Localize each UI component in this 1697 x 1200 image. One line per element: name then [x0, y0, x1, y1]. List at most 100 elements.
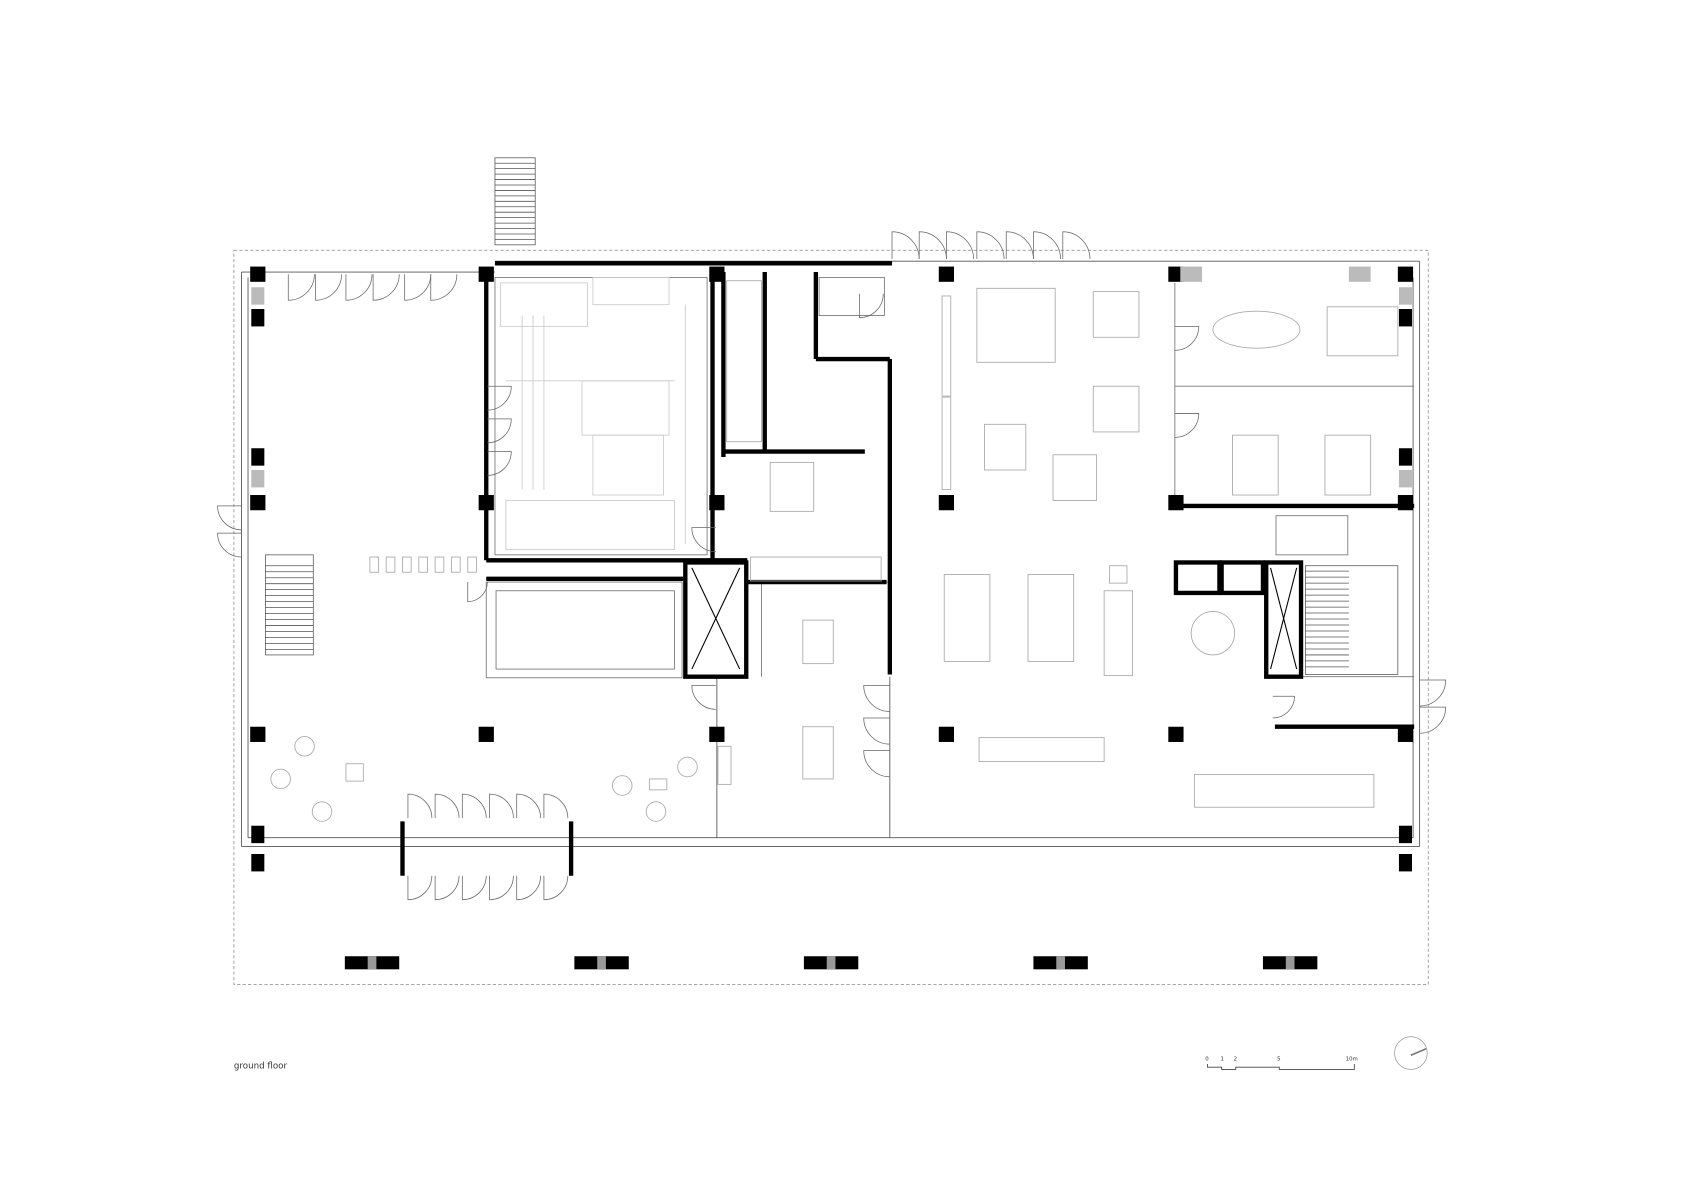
door-swing	[467, 582, 488, 603]
post	[467, 556, 477, 573]
planter	[941, 396, 952, 491]
door-swing	[946, 231, 974, 259]
door-swing	[863, 750, 890, 778]
door-swing	[407, 875, 433, 901]
door-swing	[430, 274, 458, 301]
building-outline	[241, 260, 1421, 847]
pergola-pillar-core	[1056, 956, 1065, 970]
pergola-pillar-core	[826, 956, 836, 970]
door-swing	[1005, 231, 1034, 259]
table	[1052, 454, 1097, 501]
door-swing	[487, 451, 512, 476]
door-swing	[1419, 679, 1447, 707]
door-swing	[345, 274, 373, 301]
door-swing	[372, 274, 400, 301]
column	[478, 495, 494, 511]
doors	[217, 231, 1447, 901]
column-infill	[251, 470, 265, 488]
scale-label-5: 5	[1277, 1057, 1280, 1063]
cabinet	[1103, 590, 1133, 677]
bench	[750, 556, 882, 582]
planter	[941, 295, 952, 397]
column	[1168, 266, 1184, 282]
site-boundary	[233, 249, 1429, 985]
door-swing	[404, 274, 432, 301]
column	[1398, 448, 1412, 466]
column-infill	[1180, 266, 1203, 282]
furniture	[270, 280, 1399, 822]
door-swing	[863, 685, 890, 712]
column	[251, 448, 265, 466]
door-swing	[516, 793, 542, 819]
column	[1398, 309, 1412, 327]
door-swing	[891, 231, 920, 259]
pergola-pillars	[344, 956, 1318, 970]
door-swing	[691, 685, 716, 710]
lounge-chair	[677, 756, 698, 778]
door-swing	[489, 875, 514, 901]
columns	[250, 266, 1414, 872]
door-swing	[487, 418, 512, 444]
table	[1092, 385, 1140, 433]
desk-cluster	[976, 287, 1056, 363]
door-swing	[407, 793, 433, 819]
column	[251, 854, 265, 872]
partitions	[485, 277, 1415, 679]
north-arrow-icon	[1394, 1036, 1428, 1070]
door-swing	[287, 274, 315, 301]
column	[478, 266, 494, 282]
column-infill	[1348, 266, 1371, 282]
table	[984, 423, 1027, 471]
column	[1398, 825, 1412, 844]
door-swing	[858, 293, 884, 319]
column	[251, 825, 265, 844]
door-swing	[918, 231, 947, 259]
door-swing	[691, 527, 716, 552]
column	[1397, 266, 1414, 282]
bench	[717, 745, 732, 785]
column	[1168, 495, 1184, 511]
door-swing	[543, 793, 569, 819]
column	[250, 266, 266, 282]
lounge-chair	[294, 736, 315, 757]
column-infill	[1398, 470, 1412, 488]
lounge-chair	[645, 801, 667, 822]
desk	[1232, 434, 1279, 496]
column	[709, 495, 725, 511]
door-swing	[1174, 326, 1200, 351]
door-swing	[1272, 695, 1295, 719]
scale-label-0: 0	[1205, 1057, 1209, 1063]
door-swing	[315, 274, 342, 301]
column	[478, 726, 494, 742]
lounge-chair	[311, 801, 333, 822]
door-swing	[487, 385, 512, 411]
door-swing	[863, 717, 890, 745]
door-swing	[434, 793, 460, 819]
lounge-chair	[612, 775, 633, 796]
scale-label-10m: 10m	[1346, 1057, 1358, 1063]
plant-equipment	[499, 277, 686, 550]
door-swing	[434, 875, 460, 901]
toilet-stalls	[726, 280, 762, 443]
column	[709, 726, 725, 742]
meeting-table	[1212, 310, 1301, 349]
drawing-title: ground floor	[234, 1061, 288, 1071]
door-swing	[461, 793, 487, 819]
post	[369, 556, 379, 573]
column	[938, 495, 955, 511]
post	[385, 556, 396, 573]
column	[1398, 854, 1412, 872]
pergola-pillar-core	[597, 956, 606, 970]
column	[938, 266, 955, 282]
round-table	[1190, 610, 1236, 656]
scale-bar: 0 1 2 5 10m	[1205, 1057, 1358, 1070]
column	[1397, 726, 1414, 742]
column-infill	[1398, 287, 1412, 305]
column	[1168, 726, 1184, 742]
door-swing	[516, 875, 542, 901]
pergola-pillar-core	[1285, 956, 1295, 970]
table	[802, 726, 834, 780]
long-table	[1193, 774, 1375, 808]
desk	[1324, 434, 1372, 496]
column-infill	[251, 287, 265, 305]
